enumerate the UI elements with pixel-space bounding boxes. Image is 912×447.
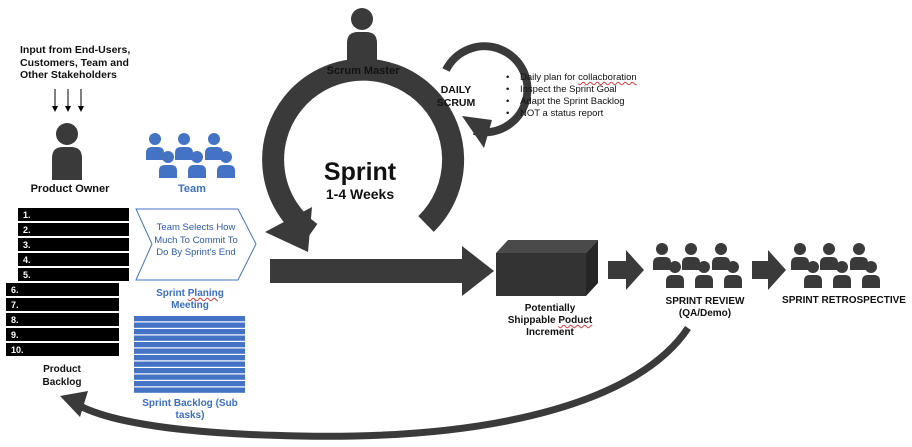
team-label: Team (178, 183, 206, 195)
backlog-item: 10. (6, 343, 119, 357)
product-backlog-label: Product Backlog (42, 364, 82, 388)
sprint-review-icon (653, 243, 742, 288)
backlog-item: 1. (18, 208, 129, 222)
bullet-item: Adapt the Sprint Backlog (506, 96, 637, 108)
sprint-backlog-block (134, 316, 245, 393)
sprint-backlog-stripe (134, 387, 245, 393)
feedback-arrow (60, 326, 691, 440)
bullet-item: NOT a status report (506, 108, 637, 120)
sprint-backlog-stripe (134, 329, 245, 335)
team-icon (146, 133, 235, 178)
product-owner-label: Product Owner (30, 183, 110, 195)
sprint-backlog-stripe (134, 342, 245, 348)
backlog-item: 5. (18, 268, 129, 282)
stakeholder-input-text: Input from End-Users, Customers, Team an… (20, 44, 131, 81)
backlog-item: 6. (6, 283, 119, 297)
sprint-retrospective-label: SPRINT RETROSPECTIVE (782, 295, 906, 306)
sprint-title: Sprint (323, 158, 397, 186)
team-selects-chevron (135, 208, 257, 281)
backlog-item: 8. (6, 313, 119, 327)
sprint-review-label: SPRINT REVIEW(QA/Demo) (665, 296, 745, 319)
sprint-backlog-stripe (134, 361, 245, 367)
sprint-backlog-stripe (134, 322, 245, 328)
backlog-item: 3. (18, 238, 129, 252)
sprint-backlog-stripe (134, 355, 245, 361)
backlog-item: 2. (18, 223, 129, 237)
sprint-backlog-stripe (134, 381, 245, 387)
sprint-retrospective-icon (791, 243, 880, 288)
daily-scrum-bullets: Daily plan for collacboration Inspect th… (506, 72, 637, 120)
sprint-backlog-stripe (134, 374, 245, 380)
product-owner-icon (52, 123, 82, 180)
input-arrows (52, 89, 84, 112)
sprint-backlog-stripe (134, 368, 245, 374)
scrum-master-label: Scrum Master (326, 65, 400, 77)
sprint-cycle-arrow (262, 58, 494, 296)
backlog-item: 7. (6, 298, 119, 312)
sprint-backlog-stripe (134, 316, 245, 322)
sprint-backlog-stripe (134, 335, 245, 341)
arrow-to-review (608, 250, 644, 290)
sprint-duration: 1-4 Weeks (325, 186, 395, 202)
backlog-item: 9. (6, 328, 119, 342)
backlog-item: 4. (18, 253, 129, 267)
sprint-backlog-label: Sprint Backlog (Sub tasks) (142, 398, 238, 421)
arrow-to-retrospective (752, 250, 786, 290)
increment-box (496, 240, 598, 296)
bullet-item: Daily plan for collacboration (506, 72, 637, 84)
sprint-backlog-stripe (134, 348, 245, 354)
daily-scrum-label: DAILY SCRUM (436, 84, 476, 109)
team-selects-text: Team Selects How Much To Commit To Do By… (154, 222, 238, 258)
scrum-master-icon (347, 8, 377, 64)
bullet-item: Inspect the Sprint Goal (506, 84, 637, 96)
